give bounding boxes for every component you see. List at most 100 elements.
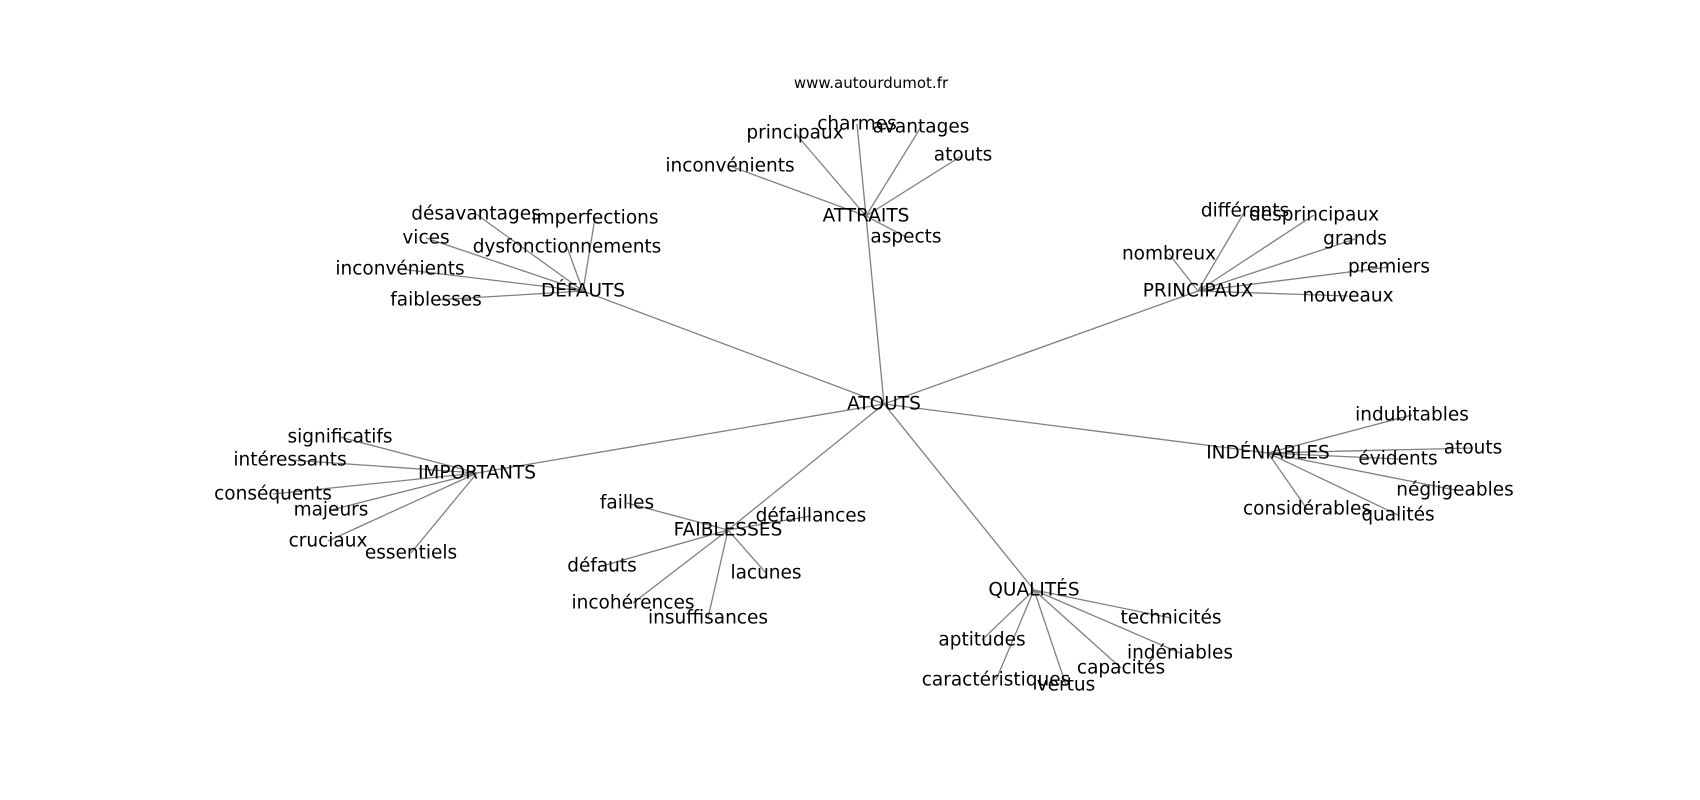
edge-hub-leaf — [1033, 589, 1122, 669]
edge-center-hub — [865, 215, 885, 405]
hub-node: QUALITÉS — [988, 579, 1079, 601]
leaf-node: significatifs — [287, 427, 392, 448]
leaf-node: désavantages — [411, 204, 540, 225]
center-node: ATOUTS — [847, 394, 921, 415]
edge-hub-leaf — [856, 123, 867, 217]
leaf-node: lacunes — [730, 563, 801, 584]
edge-hub-leaf — [1168, 253, 1199, 292]
edge-hub-leaf — [566, 246, 584, 292]
leaf-node: imperfections — [531, 208, 658, 229]
leaf-node: desprincipaux — [1249, 205, 1379, 226]
leaf-node: intéressants — [233, 450, 346, 471]
edge-center-hub — [727, 403, 885, 531]
graph-nodes: ATOUTS ATTRAITS principauxcharmesavantages… — [214, 114, 1514, 696]
hub-node: DÉFAUTS — [541, 280, 625, 302]
edge-hub-leaf — [1197, 210, 1246, 292]
leaf-node: évidents — [1358, 449, 1437, 470]
leaf-node: conséquents — [214, 484, 332, 505]
leaf-node: capacités — [1077, 658, 1165, 679]
edge-hub-leaf — [626, 502, 729, 531]
edge-hub-leaf — [1267, 414, 1413, 454]
graph-edges — [272, 123, 1474, 686]
leaf-node: incohérences — [572, 593, 695, 614]
edge-hub-leaf — [475, 213, 584, 292]
leaf-node: insuffisances — [648, 608, 768, 629]
leaf-node: différents — [1201, 201, 1289, 222]
leaf-node: nouveaux — [1302, 286, 1393, 307]
leaf-node: avantages — [873, 117, 970, 138]
edge-hub-leaf — [995, 589, 1035, 681]
edge-hub-leaf — [1267, 447, 1474, 454]
leaf-node: principaux — [746, 123, 843, 144]
edge-hub-leaf — [1033, 589, 1181, 654]
hub-node: INDÉNIABLES — [1206, 442, 1330, 464]
edge-hub-leaf — [727, 529, 767, 574]
edge-center-hub — [883, 290, 1199, 405]
edge-hub-leaf — [1197, 238, 1356, 292]
leaf-node: faiblesses — [390, 290, 482, 311]
edge-hub-leaf — [339, 436, 478, 474]
leaf-node: vertus — [1037, 675, 1096, 696]
leaf-node: majeurs — [294, 500, 369, 521]
leaf-node: essentiels — [365, 543, 457, 564]
leaf-node: nombreux — [1122, 244, 1216, 265]
edge-hub-leaf — [399, 268, 584, 292]
edge-hub-leaf — [1267, 452, 1399, 460]
leaf-node: indéniables — [1127, 643, 1233, 664]
edge-hub-leaf — [727, 515, 812, 531]
leaf-node: aspects — [870, 227, 941, 248]
leaf-node: vices — [402, 228, 449, 249]
leaf-node: failles — [600, 493, 654, 514]
leaf-node: atouts — [934, 145, 993, 166]
source-label: www.autourdumot.fr — [794, 74, 949, 92]
leaf-node: grands — [1323, 229, 1387, 250]
edge-hub-leaf — [865, 154, 964, 217]
edge-center-hub — [883, 403, 1269, 454]
leaf-node: cruciaux — [289, 531, 368, 552]
edge-hub-leaf — [865, 126, 922, 217]
leaf-node: indubitables — [1355, 405, 1469, 426]
hub-node: FAIBLESSES — [674, 520, 783, 541]
hub-node: PRINCIPAUX — [1143, 281, 1254, 302]
leaf-node: premiers — [1348, 257, 1430, 278]
edge-center-hub — [582, 290, 885, 405]
edge-hub-leaf — [425, 237, 584, 292]
edge-center-hub — [883, 403, 1035, 591]
leaf-node: négligeables — [1396, 480, 1514, 501]
leaf-node: atouts — [1444, 438, 1503, 459]
leaf-node: inconvénients — [335, 259, 464, 280]
edge-hub-leaf — [729, 165, 867, 217]
leaf-node: dysfonctionnements — [473, 237, 662, 258]
leaf-node: aptitudes — [938, 630, 1025, 651]
edge-hub-leaf — [632, 529, 729, 604]
hub-node: IMPORTANTS — [418, 463, 536, 484]
edge-hub-leaf — [1197, 266, 1390, 292]
edge-center-hub — [476, 403, 885, 474]
edge-hub-leaf — [410, 472, 478, 554]
edge-hub-leaf — [1267, 452, 1456, 491]
hub-node: ATTRAITS — [823, 206, 910, 227]
edge-hub-leaf — [289, 459, 478, 474]
edge-hub-leaf — [1033, 589, 1172, 619]
leaf-node: inconvénients — [665, 156, 794, 177]
edge-hub-leaf — [435, 290, 584, 301]
edge-hub-leaf — [865, 215, 907, 238]
edge-hub-leaf — [272, 472, 478, 495]
leaf-node: charmes — [817, 114, 897, 135]
edge-hub-leaf — [1197, 214, 1315, 292]
leaf-node: défaillances — [756, 506, 867, 527]
leaf-node: défauts — [567, 556, 637, 577]
edge-hub-leaf — [601, 529, 729, 567]
edge-hub-leaf — [707, 529, 729, 619]
edge-hub-leaf — [1033, 589, 1067, 686]
leaf-node: caractéristiques — [922, 670, 1071, 691]
edge-hub-leaf — [330, 472, 478, 511]
leaf-node: considérables — [1243, 499, 1371, 520]
edge-hub-leaf — [981, 589, 1035, 641]
edge-hub-leaf — [327, 472, 478, 542]
edge-hub-leaf — [1267, 452, 1399, 516]
edge-hub-leaf — [582, 217, 596, 292]
leaf-node: technicités — [1121, 608, 1222, 629]
edge-hub-leaf — [794, 132, 867, 217]
